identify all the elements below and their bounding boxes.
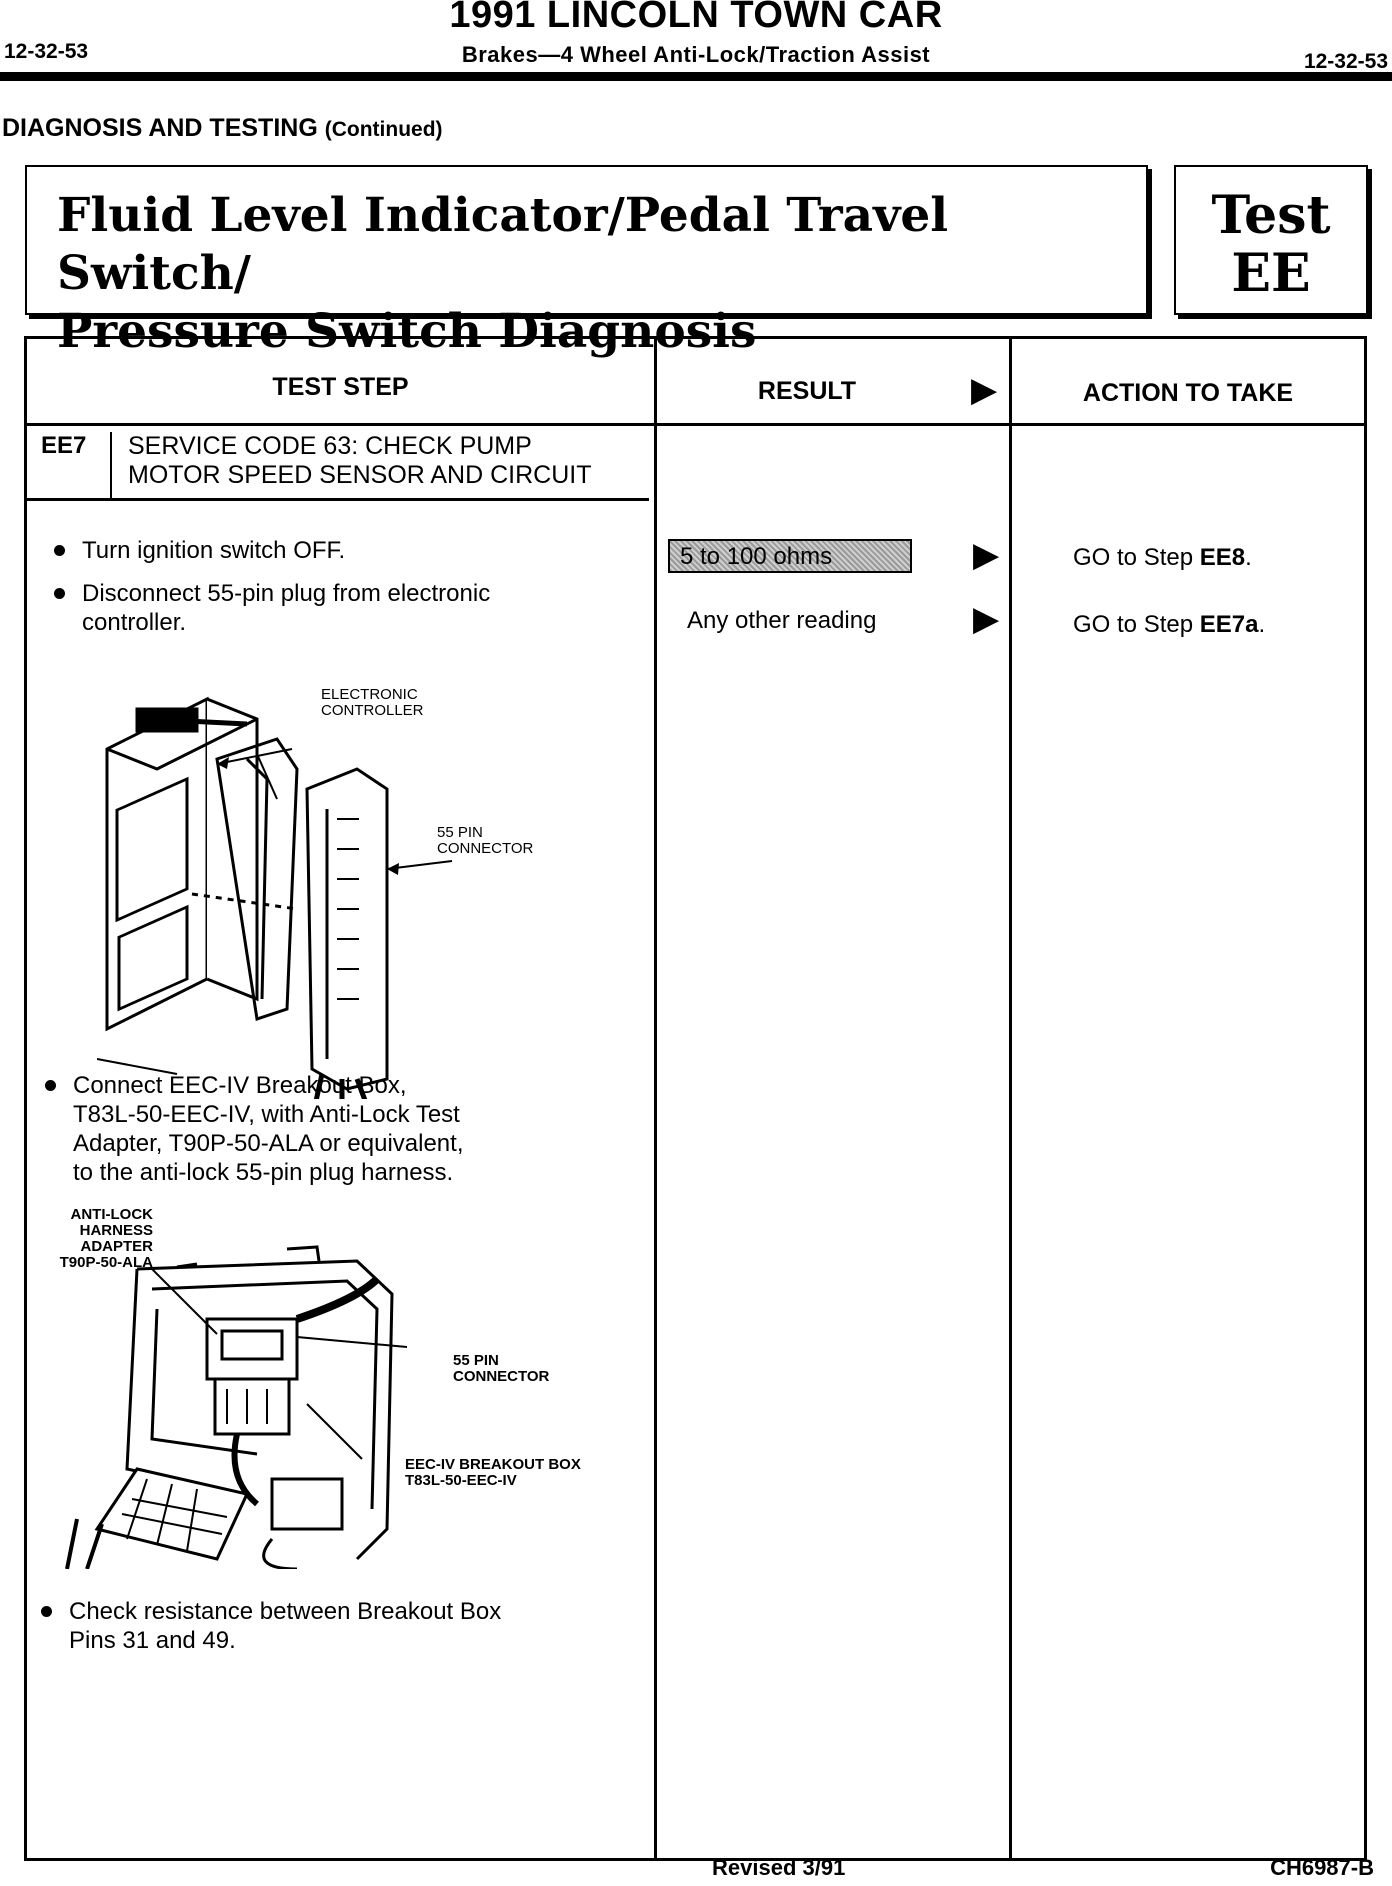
section-heading: DIAGNOSIS AND TESTING (Continued) — [2, 114, 443, 143]
footer-revised: Revised 3/91 — [712, 1855, 846, 1880]
callout-55-pin-connector: 55 PIN CONNECTOR — [437, 824, 534, 857]
arrow-right-icon: ▶ — [971, 371, 998, 409]
callout-anti-lock-harness-adapter: ANTI-LOCK HARNESS ADAPTER T90P-50-ALA — [59, 1206, 153, 1271]
column-divider — [1009, 339, 1012, 1858]
result-value-highlighted: 5 to 100 ohms — [668, 539, 912, 573]
page-number-right: 12-32-53 — [1303, 50, 1388, 73]
callout-55-pin-connector-2: 55 PIN CONNECTOR — [453, 1352, 550, 1385]
step-header: EE7 SERVICE CODE 63: CHECK PUMP MOTOR SP… — [27, 426, 649, 501]
instruction-item: Connect EEC-IV Breakout Box, T83L-50-EEC… — [45, 1071, 463, 1187]
arrow-right-icon: ▶ — [973, 536, 1000, 574]
column-header-test-step: TEST STEP — [272, 373, 409, 401]
test-table: TEST STEP RESULT ▶ ACTION TO TAKE EE7 SE… — [24, 336, 1367, 1861]
test-id-box: Test EE — [1174, 165, 1368, 315]
step-title-line-2: MOTOR SPEED SENSOR AND CIRCUIT — [128, 461, 592, 489]
test-title-line-2: Pressure Switch Diagnosis — [57, 304, 757, 359]
instruction-item: Disconnect 55-pin plug from electronic c… — [54, 579, 490, 637]
header-rule — [0, 72, 1392, 81]
page-number-left: 12-32-53 — [4, 40, 89, 63]
test-code: EE — [1231, 243, 1311, 304]
footer-code: CH6987-B — [1270, 1855, 1374, 1880]
step-title: SERVICE CODE 63: CHECK PUMP MOTOR SPEED … — [128, 432, 592, 490]
step-id: EE7 — [41, 432, 87, 459]
callout-electronic-controller: ELECTRONIC CONTROLLER — [321, 686, 424, 719]
document-title: 1991 LINCOLN TOWN CAR — [449, 0, 943, 36]
action-goto-step: GO to Step EE7a. — [1073, 611, 1266, 638]
electronic-controller-diagram — [97, 696, 453, 1099]
breakout-box-diagram — [65, 1245, 408, 1569]
test-word: Test — [1211, 185, 1331, 246]
test-title-box: Fluid Level Indicator/Pedal Travel Switc… — [25, 165, 1148, 359]
test-title: Fluid Level Indicator/Pedal Travel Switc… — [57, 187, 1137, 361]
test-title-line-1: Fluid Level Indicator/Pedal Travel Switc… — [57, 188, 949, 301]
column-header-result: RESULT — [757, 377, 857, 405]
result-value: Any other reading — [687, 607, 877, 634]
arrow-right-icon: ▶ — [973, 600, 1000, 638]
column-header-action: ACTION TO TAKE — [1082, 379, 1294, 407]
column-divider — [654, 339, 657, 1858]
step-id-divider — [110, 432, 112, 498]
instruction-item: Check resistance between Breakout Box Pi… — [41, 1597, 501, 1655]
step-title-line-1: SERVICE CODE 63: CHECK PUMP — [128, 432, 532, 460]
document-subtitle: Brakes—4 Wheel Anti-Lock/Traction Assist — [461, 42, 931, 67]
callout-eec-iv-breakout-box: EEC-IV BREAKOUT BOX T83L-50-EEC-IV — [405, 1456, 581, 1489]
header-separator — [27, 423, 1364, 426]
section-heading-text: DIAGNOSIS AND TESTING — [2, 114, 318, 142]
instruction-item: Turn ignition switch OFF. — [54, 536, 345, 565]
action-goto-step: GO to Step EE8. — [1073, 544, 1252, 571]
section-continued: (Continued) — [324, 118, 443, 141]
